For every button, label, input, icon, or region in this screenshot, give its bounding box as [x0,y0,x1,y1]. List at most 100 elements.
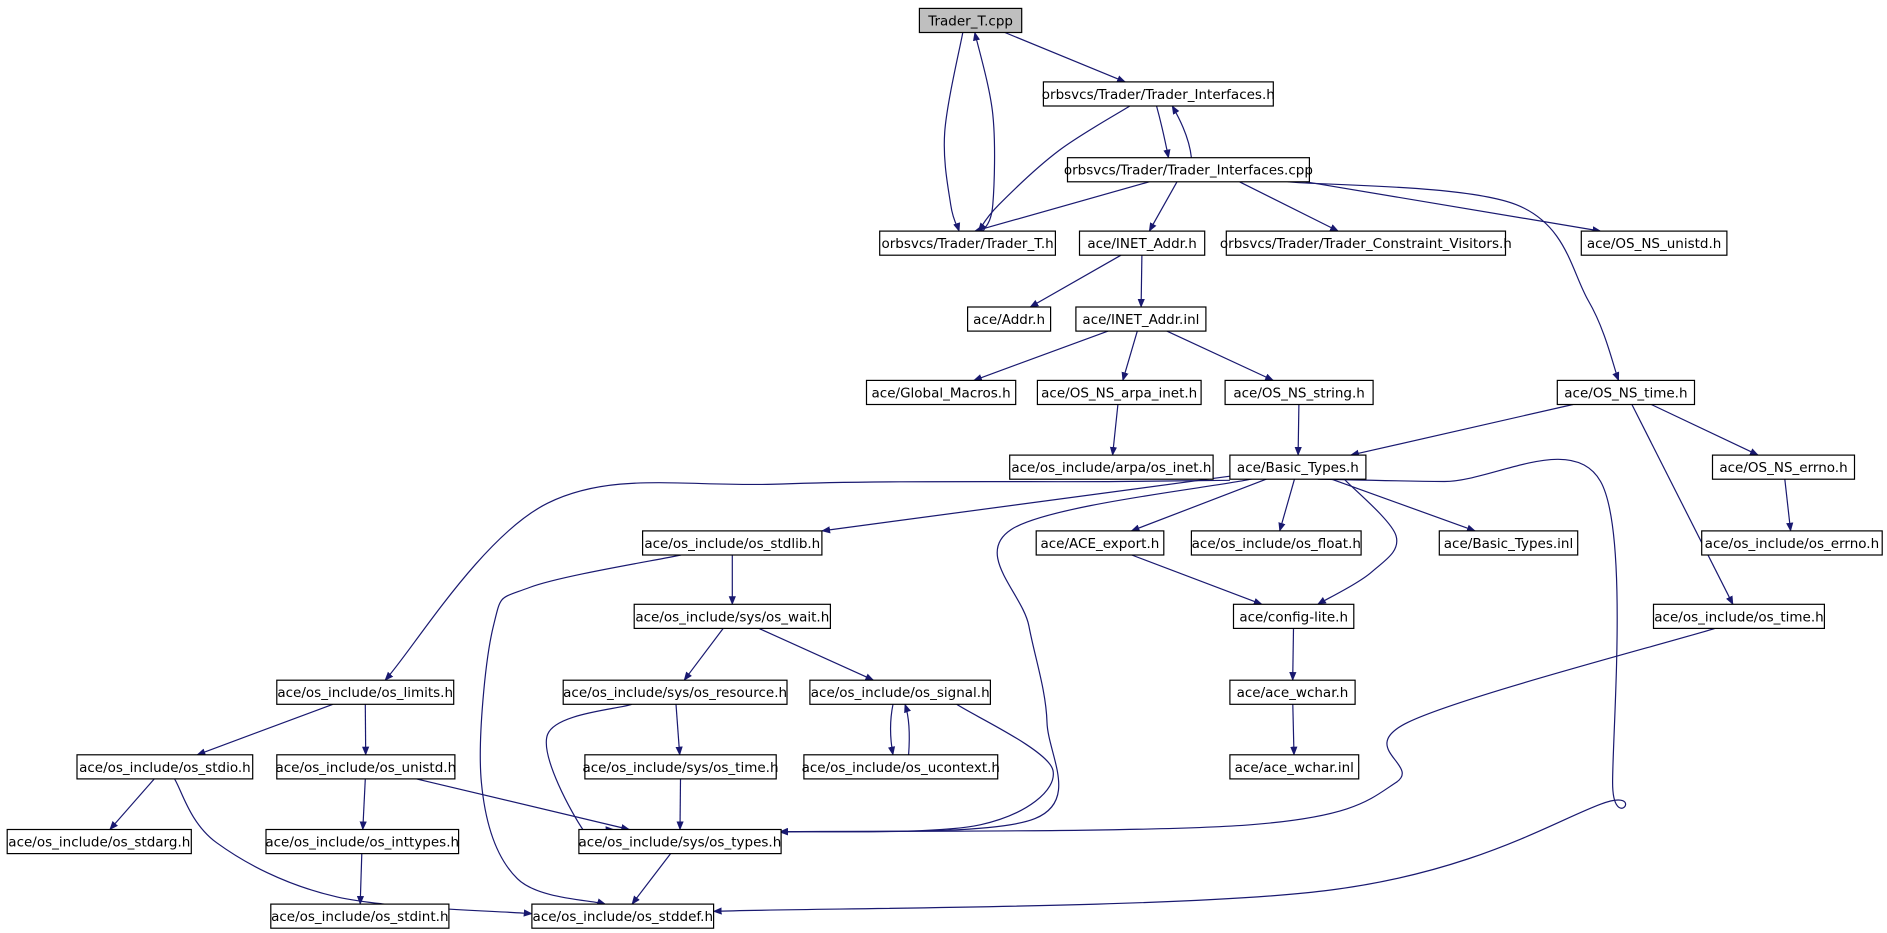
edge-arrow [1155,105,1171,159]
node-inet-addr-inl[interactable]: ace/INET_Addr.inl [1075,306,1207,332]
node-box [270,903,450,929]
edge-basic_types_h-to-basic_types_inl [1331,478,1476,532]
node-global-macros-h[interactable]: ace/Global_Macros.h [865,379,1017,406]
node-os-float-h[interactable]: ace/os_include/os_float.h [1190,530,1362,556]
edge-arrow [1651,403,1759,456]
node-box [6,828,192,855]
node-ace-export-h[interactable]: ace/ACE_export.h [1035,530,1165,556]
node-box [1580,230,1728,256]
edge-arrow [631,853,672,905]
edge-arrow [1294,404,1302,456]
node-label: ace/os_include/sys/os_time.h [582,760,778,776]
node-label: ace/ace_wchar.h [1237,685,1349,701]
node-label: ace/OS_NS_string.h [1233,386,1365,402]
node-label: ace/os_include/os_stdlib.h [644,536,820,552]
node-addr-h[interactable]: ace/Addr.h [966,306,1052,332]
node-box [1652,603,1825,629]
node-os-unistd-h[interactable]: ace/os_include/os_unistd.h [275,754,456,780]
node-os-ns-arpa-inet-h[interactable]: ace/OS_NS_arpa_inet.h [1036,379,1202,406]
node-os-signal-h[interactable]: ace/os_include/os_signal.h [809,679,992,705]
edge-ace_wchar_h-to-ace_wchar_inl [1290,704,1298,756]
edge-arrow [1239,181,1340,232]
edge-os_types_h-to-os_stddef_h [631,853,672,905]
edge-os_ucontext_h-to-os_signal_h [904,703,911,755]
node-os-ns-errno-h[interactable]: ace/OS_NS_errno.h [1711,454,1856,480]
edge-arrow [1148,181,1178,232]
node-label: ace/INET_Addr.inl [1082,312,1199,328]
node-config-lite-h[interactable]: ace/config-lite.h [1232,603,1355,629]
node-basic-types-inl[interactable]: ace/Basic_Types.inl [1438,530,1579,556]
node-ace-wchar-inl[interactable]: ace/ace_wchar.inl [1229,754,1360,780]
node-label: ace/os_include/arpa/os_inet.h [1011,460,1211,476]
edge-trader_interfaces_cpp-to-os_ns_unistd_h [1305,181,1602,234]
edge-os_ns_arpa_inet_h-to-os_inet_h [1109,404,1119,456]
node-os-wait-h[interactable]: ace/os_include/sys/os_wait.h [633,603,832,629]
node-label: ace/INET_Addr.h [1087,236,1196,252]
edge-trader_interfaces_h-to-trader_interfaces_cpp [1155,105,1171,159]
node-trader-t-cpp[interactable]: Trader_T.cpp [918,7,1023,34]
edge-arrow [1278,478,1296,532]
node-os-ns-unistd-h[interactable]: ace/OS_NS_unistd.h [1580,230,1728,256]
edge-arrow [972,330,1109,381]
edge-trader_interfaces_cpp-to-os_ns_time_h [1287,181,1620,382]
node-os-types-h[interactable]: ace/os_include/sys/os_types.h [578,828,782,855]
edge-os_limits_h-to-os_stdio_h [196,703,334,756]
node-box [1229,679,1356,705]
node-constraint-visitors-h[interactable]: orbsvcs/Trader/Trader_Constraint_Visitor… [1220,230,1512,256]
node-box [76,754,254,780]
edge-trader_t_cpp-to-trader_interfaces_h [1004,31,1127,83]
node-os-inet-h[interactable]: ace/os_include/arpa/os_inet.h [1009,454,1214,480]
node-os-ucontext-h[interactable]: ace/os_include/os_ucontext.h [802,754,1000,780]
node-label: orbsvcs/Trader/Trader_Interfaces.cpp [1064,163,1313,179]
node-inet-addr-h[interactable]: ace/INET_Addr.h [1078,230,1206,256]
node-trader-t-h[interactable]: orbsvcs/Trader/Trader_T.h [879,230,1057,256]
edge-arrow [1130,478,1267,532]
node-label: ace/os_include/sys/os_resource.h [563,685,787,701]
node-os-errno-h[interactable]: ace/os_include/os_errno.h [1701,530,1883,556]
node-os-limits-h[interactable]: ace/os_include/os_limits.h [276,679,455,705]
node-basic-types-h[interactable]: ace/Basic_Types.h [1229,454,1367,480]
node-os-stddef-h[interactable]: ace/os_include/os_stddef.h [531,903,715,929]
node-box [865,379,1017,406]
edge-arrow [675,704,683,756]
edge-arrow [1131,554,1263,605]
edge-basic_types_h-to-os_stddef_h [712,458,1627,915]
node-box [531,903,715,929]
edge-basic_types_h-to-os_limits_h [384,479,1230,681]
node-os-stdio-h[interactable]: ace/os_include/os_stdio.h [76,754,254,780]
node-os-time-h[interactable]: ace/os_include/os_time.h [1652,603,1825,629]
node-sys-os-time-h[interactable]: ace/os_include/sys/os_time.h [582,754,779,780]
node-os-stdlib-h[interactable]: ace/os_include/os_stdlib.h [641,530,823,556]
node-box [918,7,1023,34]
node-os-stdarg-h[interactable]: ace/os_include/os_stdarg.h [6,828,192,855]
node-os-inttypes-h[interactable]: ace/os_include/os_inttypes.h [265,828,460,855]
node-label: ace/ace_wchar.inl [1235,760,1354,776]
edge-arrow [821,475,1230,534]
edge-basic_types_h-to-ace_export_h [1130,478,1267,532]
node-box [1042,81,1274,107]
node-label: orbsvcs/Trader/Trader_Interfaces.h [1042,87,1275,103]
node-box [1438,530,1579,556]
node-os-stdint-h[interactable]: ace/os_include/os_stdint.h [270,903,450,929]
edge-arrow [977,105,1131,232]
edge-arrow [778,478,1252,836]
edge-arrow [683,628,724,681]
edge-arrow [1784,479,1794,532]
node-box [803,754,999,780]
node-os-resource-h[interactable]: ace/os_include/sys/os_resource.h [562,679,788,705]
node-trader-interfaces-cpp[interactable]: orbsvcs/Trader/Trader_Interfaces.cpp [1064,157,1313,183]
node-os-ns-time-h[interactable]: ace/OS_NS_time.h [1556,379,1696,406]
node-trader-interfaces-h[interactable]: orbsvcs/Trader/Trader_Interfaces.h [1042,81,1275,107]
node-os-ns-string-h[interactable]: ace/OS_NS_string.h [1224,379,1374,406]
edge-basic_types_h-to-os_stdlib_h [821,475,1230,534]
edge-arrow [758,627,875,681]
node-box [1225,230,1507,256]
node-label: Trader_T.cpp [927,14,1013,30]
edge-os_ns_errno_h-to-os_errno_h [1784,479,1794,532]
edge-arrow [1171,105,1192,158]
node-label: ace/os_include/os_stddef.h [533,909,713,925]
node-label: ace/Global_Macros.h [872,386,1011,402]
node-ace-wchar-h[interactable]: ace/ace_wchar.h [1229,679,1356,705]
node-box [1229,454,1367,480]
